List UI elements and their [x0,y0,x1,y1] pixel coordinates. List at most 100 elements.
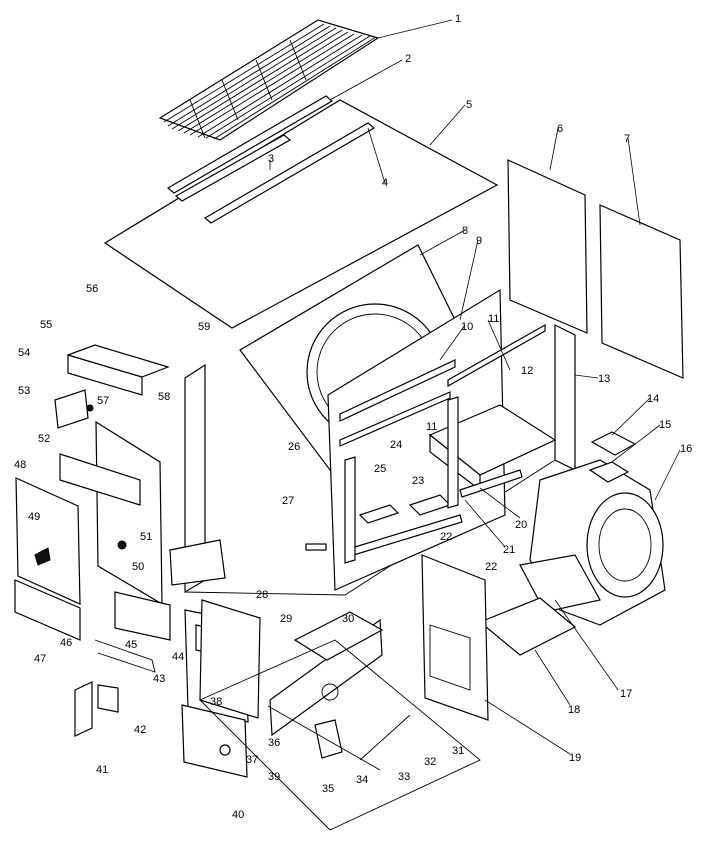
callout-3: 3 [268,153,274,165]
callout-30: 30 [342,613,354,625]
callout-labels: 1 2 3 4 5 6 7 8 9 10 11 11 12 13 14 15 1… [14,13,692,821]
callout-11b: 11 [426,421,437,433]
callout-49: 49 [28,511,40,523]
part-cabinet-frame [184,324,576,596]
part-angle-43 [94,639,156,673]
part-bracket-31 [169,539,226,586]
callout-1: 1 [455,13,461,25]
callout-43: 43 [153,673,165,685]
callout-33: 33 [398,771,410,783]
part-base-floor [199,639,481,831]
callout-54: 54 [18,347,30,359]
callout-48: 48 [14,459,26,471]
callout-22a: 22 [485,561,497,573]
callout-27: 27 [282,495,294,507]
callout-41: 41 [96,764,108,776]
part-panel-58 [95,420,163,606]
callout-50: 50 [132,561,144,573]
callout-12: 12 [521,365,533,377]
part-icon-49 [34,547,51,566]
part-rail-11b [447,323,546,388]
callout-21: 21 [503,544,515,556]
callout-26: 26 [288,441,300,453]
callout-4: 4 [382,177,388,189]
part-bracket-25 [358,504,400,524]
callout-52: 52 [38,433,50,445]
callout-53: 53 [18,385,30,397]
callout-40: 40 [232,809,244,821]
callout-44: 44 [172,651,184,663]
callout-20: 20 [515,519,527,531]
callout-35: 35 [322,783,334,795]
callout-15: 15 [659,419,671,431]
callout-31: 31 [452,745,464,757]
callout-2: 2 [405,53,411,65]
part-post-26b [447,396,459,509]
part-rail-11a [339,391,451,447]
callout-24: 24 [390,439,402,451]
part-cover-56-top [66,344,170,378]
callout-6: 6 [557,123,563,135]
callout-37: 37 [246,754,258,766]
callout-14: 14 [647,393,659,405]
part-heater-assembly [267,611,411,771]
callout-22b: 22 [440,531,452,543]
callout-57: 57 [97,395,109,407]
callout-8: 8 [462,225,468,237]
callout-45: 45 [125,639,137,651]
part-door-40 [181,704,248,778]
part-tray-18 [478,597,577,656]
callout-9: 9 [476,235,482,247]
callout-11a: 11 [488,313,499,325]
part-rail-3 [174,134,292,202]
part-panel-48 [15,477,81,605]
callout-17: 17 [620,688,632,700]
callout-46: 46 [60,637,72,649]
callout-59: 59 [198,321,210,333]
part-knob-40 [219,744,231,756]
part-post-26 [344,456,356,564]
part-base-rail-21 [459,469,523,498]
part-screw-57 [86,404,94,412]
part-rail-4 [203,122,376,224]
part-bracket-53 [54,389,89,429]
callout-28: 28 [256,589,268,601]
part-component-50 [117,540,127,550]
part-plate-42 [97,684,119,713]
callout-36: 36 [268,737,280,749]
callout-32: 32 [424,756,436,768]
callout-58: 58 [158,391,170,403]
callout-34: 34 [356,774,368,786]
callout-10: 10 [461,321,473,333]
callout-7: 7 [624,133,630,145]
callout-13: 13 [598,373,610,385]
part-vent-45 [114,591,171,641]
part-panel-7 [599,204,684,379]
callout-39: 39 [268,771,280,783]
callout-38: 38 [210,696,222,708]
callout-18: 18 [568,704,580,716]
part-plate-14 [590,431,637,456]
part-rail-2 [166,95,334,194]
part-side-door-19 [421,554,489,721]
callout-56: 56 [86,283,98,295]
part-bracket-27 [305,543,327,551]
part-panel-6 [507,159,588,334]
part-bracket-41 [74,681,93,737]
callout-23: 23 [412,475,424,487]
callout-55: 55 [40,319,52,331]
callout-19: 19 [569,752,581,764]
part-rail-10 [339,359,456,422]
part-panel-36 [199,599,261,719]
callout-5: 5 [466,99,472,111]
callout-16: 16 [680,443,692,455]
part-panel-46 [14,579,81,641]
callout-25: 25 [374,463,386,475]
callout-42: 42 [134,724,146,736]
callout-29: 29 [280,613,292,625]
part-grille [158,19,380,141]
callout-47: 47 [34,653,46,665]
part-bracket-52 [59,453,141,506]
callout-51: 51 [140,531,152,543]
